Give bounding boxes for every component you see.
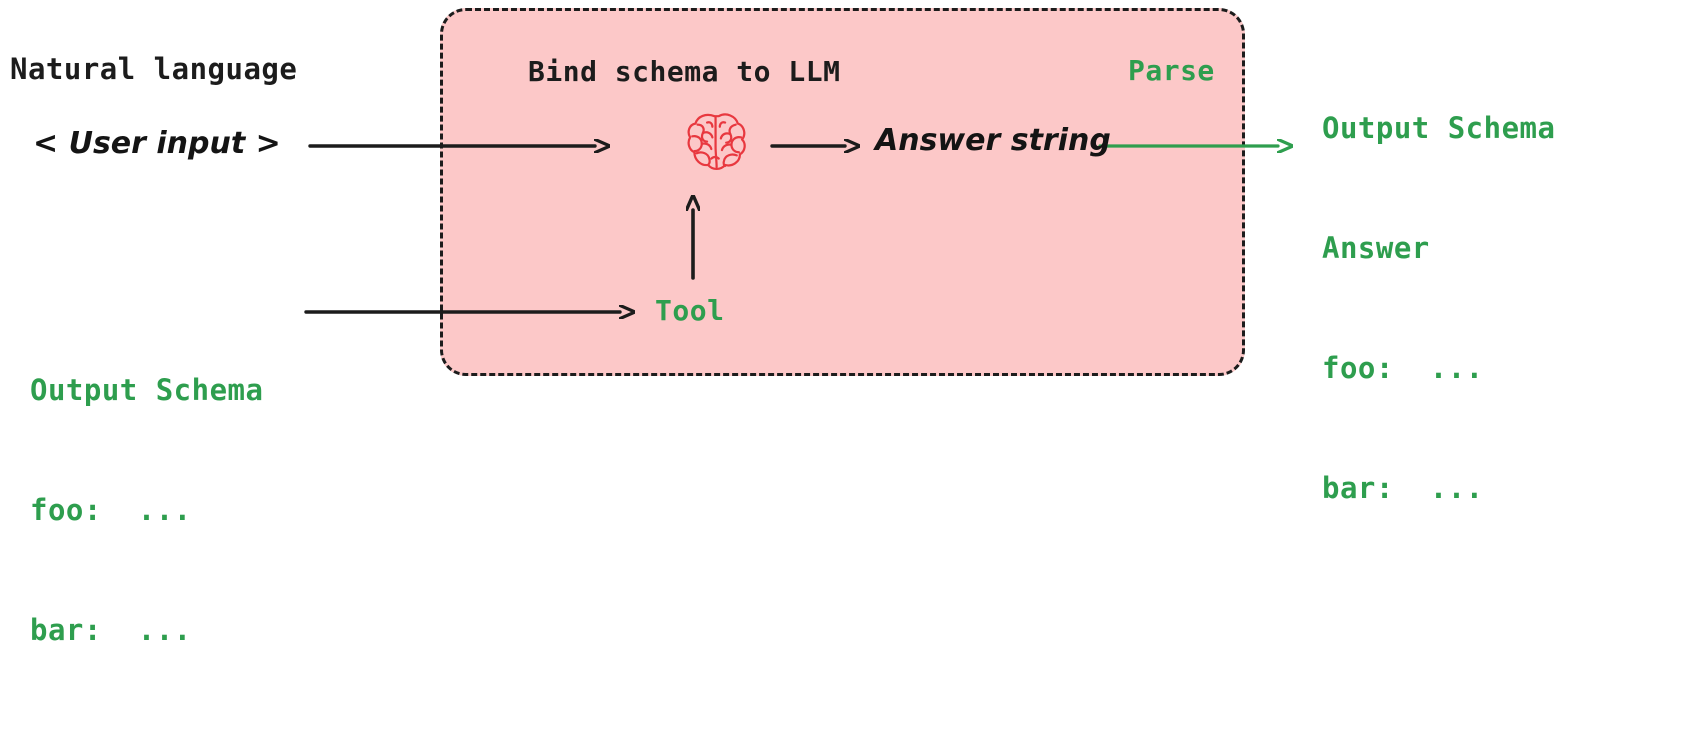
bind-schema-title: Bind schema to LLM <box>528 55 841 88</box>
right-output-schema-block: Output Schema Answer foo: ... bar: ... <box>1322 28 1555 588</box>
llm-stage-box <box>440 8 1245 376</box>
parse-label: Parse <box>1128 54 1215 87</box>
left-output-schema-block: Output Schema foo: ... bar: ... <box>30 290 263 730</box>
tool-label: Tool <box>655 294 725 327</box>
left-schema-line-bar: bar: ... <box>30 613 192 647</box>
natural-language-label: Natural language <box>10 52 298 86</box>
answer-string-label: Answer string <box>875 123 1111 158</box>
left-schema-heading: Output Schema <box>30 373 264 407</box>
diagram-canvas: Natural language < User input > Output S… <box>10 8 1555 647</box>
right-schema-heading: Output Schema <box>1322 111 1556 145</box>
left-schema-line-foo: foo: ... <box>30 493 192 527</box>
right-schema-line-answer: Answer <box>1322 231 1430 265</box>
user-input-text: < User input > <box>33 126 281 161</box>
right-schema-line-foo: foo: ... <box>1322 351 1484 385</box>
right-schema-line-bar: bar: ... <box>1322 471 1484 505</box>
